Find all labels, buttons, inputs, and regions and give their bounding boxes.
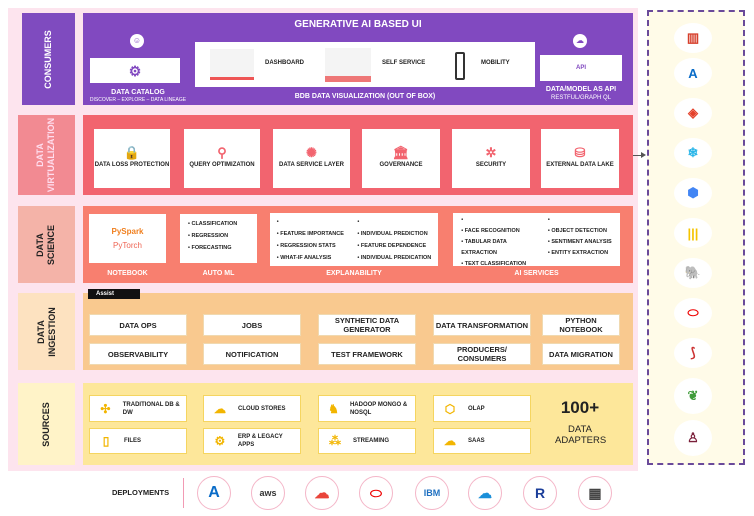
ibm-icon[interactable]: IBM [415,476,449,510]
query-optimization-card[interactable]: ⚲QUERY OPTIMIZATION [184,129,260,188]
aws-redshift-icon[interactable]: ▥ [674,23,712,53]
query-icon: ⚲ [217,144,227,160]
pytorch-logo: PyTorch [113,240,142,250]
catalog-gear-icon: ⚙ [128,62,142,79]
data-catalog-label: DATA CATALOG [111,89,165,96]
private-cloud-icon[interactable]: ☁ [468,476,502,510]
files-box[interactable]: ▯FILES [89,428,187,454]
connector-arrow [633,155,643,156]
azure-icon[interactable]: A [197,476,231,510]
sql-server-icon[interactable]: ⟆ [674,338,712,368]
jobs-box[interactable]: JOBS [203,314,301,336]
aws-icon[interactable]: aws [251,476,285,510]
api-label: DATA/MODEL AS API [545,86,617,93]
file-icon: ▯ [102,434,110,448]
streaming-icon: ⁂ [329,434,341,448]
data-loss-protection-card[interactable]: 🔒DATA LOSS PROTECTION [94,129,170,188]
mongodb-icon[interactable]: ❦ [674,378,712,414]
google-cloud-icon[interactable]: ☁ [305,476,339,510]
clickhouse-icon[interactable]: ||| [674,218,712,248]
pyspark-logo: PySpark [111,226,144,236]
bdb-viz-box: DASHBOARD SELF SERVICE MOBILITY [195,42,535,87]
database-icon: ⛁ [574,144,586,160]
cloud-icon: ☁ [573,34,587,48]
data-catalog-card[interactable]: ⚙ [90,58,180,83]
gears-icon: ⚙ [214,434,226,448]
python-notebook-box[interactable]: PYTHON NOTEBOOK [542,314,620,336]
on-prem-server-icon[interactable]: ▦ [578,476,612,510]
cloud-icon: ☁ [214,401,226,416]
notebook-label: NOTEBOOK [107,270,148,277]
data-migration-box[interactable]: DATA MIGRATION [542,343,620,365]
producers-consumers-box[interactable]: PRODUCERS/ CONSUMERS [433,343,531,365]
bigquery-icon[interactable]: ⬢ [674,178,712,208]
databricks-icon[interactable]: ◈ [674,98,712,128]
sources-label: SOURCES [18,383,75,465]
governance-card[interactable]: 🏛GOVERNANCE [362,129,440,188]
adapters-count: 100+ [560,398,600,417]
ai-services-label: AI SERVICES [514,270,559,277]
self-service-label[interactable]: SELF SERVICE [382,60,426,66]
consumers-title: GENERATIVE AI BASED UI [294,19,422,30]
bdb-viz-label: BDB DATA VISUALIZATION (OUT OF BOX) [294,93,436,100]
rancher-icon[interactable]: R [523,476,557,510]
cube-icon: ⬡ [444,401,456,416]
test-framework-box[interactable]: TEST FRAMEWORK [318,343,416,365]
observability-box[interactable]: OBSERVABILITY [89,343,187,365]
presto-icon[interactable]: ♙ [674,420,712,456]
deployments-label: DEPLOYMENTS [112,488,170,497]
lock-db-icon: 🔒 [123,144,141,160]
traditional-db-box[interactable]: ✣TRADITIONAL DB & DW [89,395,187,422]
elephant-icon: ♞ [328,401,339,416]
snowflake-icon[interactable]: ❄ [674,138,712,168]
oracle-icon[interactable]: ⬭ [359,476,393,510]
security-chip-icon: ✲ [485,144,497,160]
hadoop-box[interactable]: ♞HADOOP MONGO & NOSQL [318,395,416,422]
data-catalog-sub: DISCOVER – EXPLORE – DATA LINEAGE [89,97,187,103]
synthetic-data-generator-box[interactable]: SYNTHETIC DATA GENERATOR [318,314,416,336]
dashboard-label[interactable]: DASHBOARD [265,60,304,66]
mobile-phone-icon [455,52,465,80]
api-gear-icon: API [575,65,586,71]
api-sub: RESTFUL/GRAPH QL [550,95,611,101]
external-data-lake-card[interactable]: ⛁EXTERNAL DATA LAKE [541,129,619,188]
cloud-stores-box[interactable]: ☁CLOUD STORES [203,395,301,422]
erp-box[interactable]: ⚙ERP & LEGACY APPS [203,428,301,454]
data-ops-box[interactable]: DATA OPS [89,314,187,336]
network-hub-icon: ✣ [100,401,111,416]
ai-services-card[interactable]: FACE RECOGNITIONTABULAR DATA EXTRACTIONT… [453,213,620,267]
assist-tag[interactable]: Assist [88,289,140,299]
governance-building-icon: 🏛 [392,144,410,160]
explainability-label: EXPLANABILITY [326,270,382,277]
explainability-card[interactable]: FEATURE IMPORTANCEREGRESSION STATSWHAT-I… [270,213,438,266]
arrow-head-icon [641,152,646,158]
deployments-divider [183,478,184,508]
mobility-label[interactable]: MOBILITY [481,60,510,66]
olap-box[interactable]: ⬡OLAP [433,395,531,422]
dashboard-thumbnail [210,49,254,80]
automl-label: AUTO ML [202,270,235,277]
azure-connector-icon[interactable]: A [674,58,712,88]
network-icon: ✺ [306,144,317,160]
consumers-label: CONSUMERS [22,13,75,105]
security-card[interactable]: ✲SECURITY [452,129,530,188]
postgresql-icon[interactable]: 🐘 [674,258,712,288]
self-service-thumbnail [325,48,371,82]
adapters-label: DATA ADAPTERS [555,424,607,446]
saas-box[interactable]: ☁SAAS [433,428,531,454]
users-icon: ☺ [130,34,144,48]
automl-card[interactable]: CLASSIFICATIONREGRESSIONFORECASTING [180,214,257,263]
streaming-box[interactable]: ⁂STREAMING [318,428,416,454]
data-service-layer-card[interactable]: ✺DATA SERVICE LAYER [273,129,350,188]
api-card[interactable]: API [540,55,622,81]
oracle-connector-icon[interactable]: ⬭ [674,298,712,328]
saas-cloud-icon: ☁ [444,434,456,448]
consumers-panel: GENERATIVE AI BASED UI ☺ ⚙ DATA CATALOG … [83,13,633,105]
notification-box[interactable]: NOTIFICATION [203,343,301,365]
data-transformation-box[interactable]: DATA TRANSFORMATION [433,314,531,336]
